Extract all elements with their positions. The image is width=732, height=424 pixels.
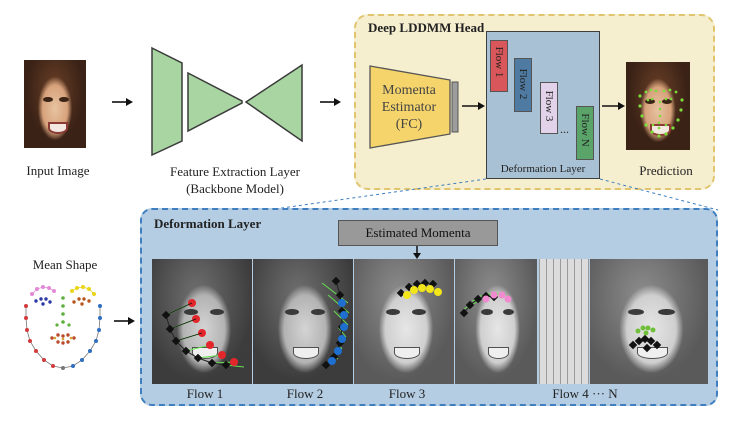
bottom-panel-title: Deformation Layer [154,216,262,231]
feature-extraction-label: Feature Extraction Layer (Backbone Model… [150,163,320,197]
flow-1-block [490,40,508,92]
flow-landmark-overlays [161,276,662,370]
flow-3-caption: Flow 3 [388,386,426,401]
arrow-deformation-to-prediction [602,102,625,110]
momenta-line1: Momenta [382,83,436,98]
estimated-momenta-box [338,220,498,246]
momenta-line2: Estimator [381,100,437,115]
arrow-meanshape-to-flows [114,317,135,325]
flow-4-n-caption: Flow 4 ··· N [552,386,618,401]
input-image-label: Input Image [26,163,90,178]
flow-2-caption: Flow 2 [286,386,324,401]
prediction-label: Prediction [639,163,693,178]
flow-1-caption: Flow 1 [186,386,224,401]
head-title: Deep LDDMM Head [368,20,485,35]
flow-image-strip [152,259,708,384]
flow-3-image [354,259,454,384]
estimated-momenta-label: Estimated Momenta [365,225,471,240]
flow-3-block [540,82,558,134]
mean-shape-landmarks [24,285,102,370]
input-face-image [24,60,86,148]
flow-4-image [455,259,537,384]
flow-2-block [514,58,532,112]
momenta-line3: (FC) [395,117,423,132]
backbone-network-shape [151,46,303,157]
feature-extraction-subtitle: (Backbone Model) [186,181,284,196]
mean-shape-label: Mean Shape [32,257,98,272]
momenta-estimator-label: Momenta Estimator (FC) [370,82,448,133]
predicted-landmarks [638,88,684,138]
flow-ellipsis: ... [560,122,569,136]
arrow-input-to-backbone [112,98,133,106]
stacked-frame [581,259,589,384]
momenta-estimator-shape [369,65,459,149]
arrow-momenta-down [413,246,421,259]
arrow-backbone-to-head [320,98,341,106]
deformation-layer-label: Deformation Layer [500,163,586,175]
flow-n-block [576,106,594,160]
prediction-face-image [626,62,690,150]
arrow-momenta-to-deformation [462,102,485,110]
feature-extraction-title: Feature Extraction Layer [170,164,300,179]
